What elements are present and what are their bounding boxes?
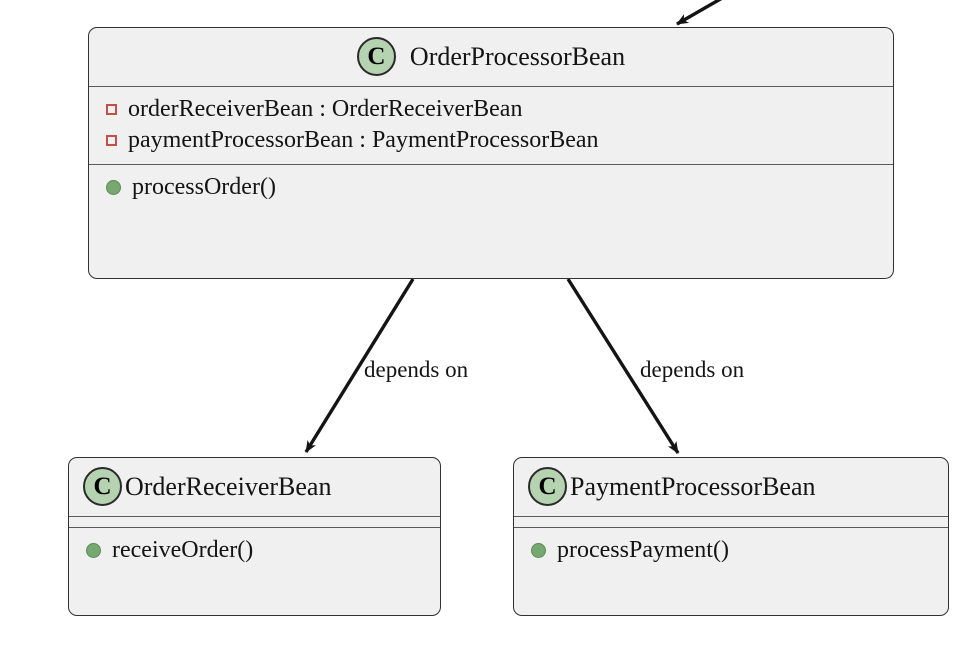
method-row[interactable]: receiveOrder() [69,535,440,566]
class-header: C OrderReceiverBean [69,458,440,516]
attributes-compartment: orderReceiverBean : OrderReceiverBean pa… [89,86,893,164]
attribute-row[interactable]: orderReceiverBean : OrderReceiverBean [89,94,893,125]
class-icon: C [528,467,567,506]
public-visibility-icon [531,543,546,558]
method-row[interactable]: processOrder() [89,172,893,203]
attribute-label: orderReceiverBean : OrderReceiverBean [128,96,523,122]
class-icon: C [83,467,122,506]
private-visibility-icon [106,135,117,146]
attributes-compartment [69,516,440,527]
class-box-order-receiver-bean[interactable]: C OrderReceiverBean receiveOrder() [68,457,441,616]
edge-label-depends-on-receiver: depends on [364,357,469,382]
class-name: OrderReceiverBean [125,471,332,501]
edge-incoming [676,0,723,26]
class-box-payment-processor-bean[interactable]: C PaymentProcessorBean processPayment() [513,457,949,616]
attribute-row[interactable]: paymentProcessorBean : PaymentProcessorB… [89,125,893,156]
class-icon: C [356,37,396,76]
public-visibility-icon [86,543,101,558]
class-name: OrderProcessorBean [409,41,626,71]
method-label: processPayment() [557,537,729,563]
private-visibility-icon [106,104,117,115]
method-row[interactable]: processPayment() [514,535,948,566]
class-header: C OrderProcessorBean [89,28,893,86]
attribute-label: paymentProcessorBean : PaymentProcessorB… [128,127,599,153]
class-name: PaymentProcessorBean [570,471,816,501]
edge-label-depends-on-payment: depends on [640,357,745,382]
public-visibility-icon [106,180,121,195]
methods-compartment: processOrder() [89,164,893,211]
class-box-order-processor-bean[interactable]: C OrderProcessorBean orderReceiverBean :… [88,27,894,279]
class-header: C PaymentProcessorBean [514,458,948,516]
methods-compartment: receiveOrder() [69,527,440,574]
method-label: processOrder() [132,174,276,200]
attributes-compartment [514,516,948,527]
method-label: receiveOrder() [112,537,254,563]
methods-compartment: processPayment() [514,527,948,574]
